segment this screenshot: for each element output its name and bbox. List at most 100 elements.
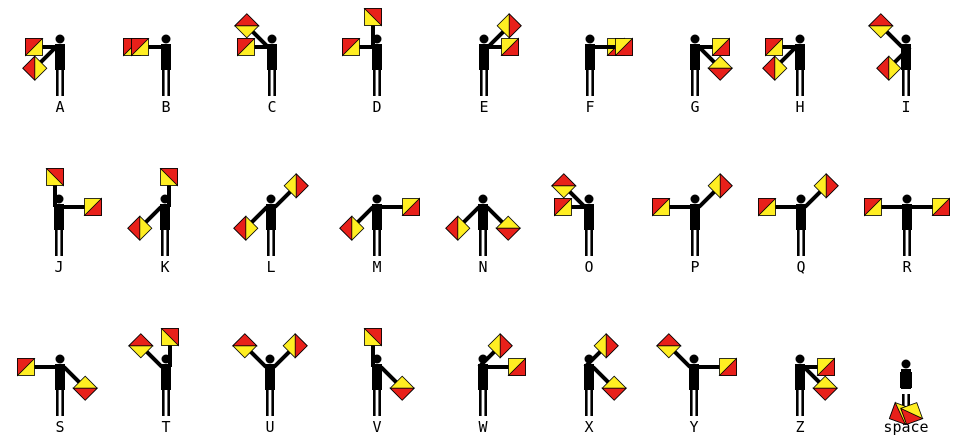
left-flag xyxy=(711,37,730,56)
right-leg xyxy=(60,229,63,256)
head xyxy=(267,34,277,44)
head xyxy=(479,34,489,44)
left-leg xyxy=(162,389,165,416)
head xyxy=(265,354,275,364)
signal-label: H xyxy=(795,98,804,116)
head xyxy=(690,34,700,44)
torso xyxy=(689,364,699,390)
head xyxy=(690,194,700,204)
left-flag xyxy=(363,328,382,347)
right-arm xyxy=(591,365,611,385)
right-leg xyxy=(61,389,64,416)
head xyxy=(55,354,65,364)
signal-label: D xyxy=(372,98,381,116)
left-flag xyxy=(445,215,471,242)
signal-label: S xyxy=(55,418,64,436)
right-flag xyxy=(718,357,737,376)
signal-label: J xyxy=(54,258,63,276)
right-leg xyxy=(484,229,487,256)
left-leg xyxy=(479,389,482,416)
left-flag xyxy=(762,55,788,82)
torso xyxy=(55,44,65,70)
torso xyxy=(690,204,700,230)
semaphore-figure-space: space xyxy=(883,359,929,436)
left-flag xyxy=(652,198,671,217)
semaphore-figure-u: U xyxy=(231,332,308,436)
right-flag xyxy=(237,38,256,57)
signal-label: W xyxy=(478,418,488,436)
left-flag xyxy=(127,215,153,242)
right-leg xyxy=(272,229,275,256)
left-flag xyxy=(758,198,777,217)
head xyxy=(689,354,699,364)
right-leg xyxy=(61,69,64,96)
left-leg xyxy=(268,69,271,96)
head xyxy=(266,194,276,204)
semaphore-figure-y: Y xyxy=(655,333,737,436)
semaphore-figure-d: D xyxy=(342,8,382,116)
semaphore-figure-s: S xyxy=(17,354,99,436)
right-flag xyxy=(131,38,150,57)
right-flag xyxy=(160,328,179,347)
semaphore-figure-w: W xyxy=(477,332,526,436)
left-arm xyxy=(249,205,269,225)
left-leg xyxy=(902,69,905,96)
right-flag xyxy=(931,197,950,216)
torso xyxy=(690,44,700,70)
left-leg xyxy=(797,229,800,256)
left-leg xyxy=(373,389,376,416)
right-leg xyxy=(271,389,274,416)
signal-label: V xyxy=(372,418,381,436)
semaphore-figure-e: E xyxy=(479,12,522,116)
right-arm xyxy=(697,45,717,65)
signal-label: G xyxy=(690,98,699,116)
left-flag xyxy=(864,198,883,217)
left-flag xyxy=(867,13,894,39)
torso xyxy=(902,204,912,230)
signal-label: I xyxy=(901,98,910,116)
right-flag xyxy=(813,172,839,199)
head xyxy=(795,34,805,44)
signal-label: K xyxy=(160,258,169,276)
right-arm xyxy=(379,365,399,385)
left-leg xyxy=(373,69,376,96)
left-leg xyxy=(373,229,376,256)
left-leg xyxy=(585,389,588,416)
left-leg xyxy=(796,389,799,416)
left-arm xyxy=(143,205,163,225)
right-leg xyxy=(590,229,593,256)
torso xyxy=(372,364,382,390)
right-flag xyxy=(389,375,416,401)
left-flag xyxy=(487,332,513,359)
signal-label: P xyxy=(690,258,699,276)
semaphore-figure-a: A xyxy=(22,34,65,116)
semaphore-figure-z: Z xyxy=(795,354,839,436)
right-leg xyxy=(167,69,170,96)
right-leg xyxy=(802,229,805,256)
semaphore-figure-f: F xyxy=(585,34,633,116)
right-leg xyxy=(378,229,381,256)
signal-label: C xyxy=(267,98,276,116)
left-arm xyxy=(461,205,481,225)
head xyxy=(796,194,806,204)
semaphore-figure-o: O xyxy=(550,173,594,276)
left-flag xyxy=(127,333,154,359)
torso xyxy=(54,204,64,230)
torso xyxy=(267,44,277,70)
left-flag xyxy=(17,358,36,377)
right-arm xyxy=(486,29,506,49)
right-flag xyxy=(25,38,44,57)
right-flag xyxy=(72,375,99,401)
left-arm xyxy=(477,349,497,369)
right-leg xyxy=(907,69,910,96)
left-arm xyxy=(248,349,268,369)
left-flag xyxy=(363,8,382,27)
semaphore-figure-i: I xyxy=(867,13,912,116)
right-arm xyxy=(803,189,823,209)
right-flag xyxy=(765,38,784,57)
torso xyxy=(161,44,171,70)
torso xyxy=(478,204,488,230)
left-flag xyxy=(339,215,365,242)
left-leg xyxy=(161,229,164,256)
right-flag xyxy=(496,12,522,39)
